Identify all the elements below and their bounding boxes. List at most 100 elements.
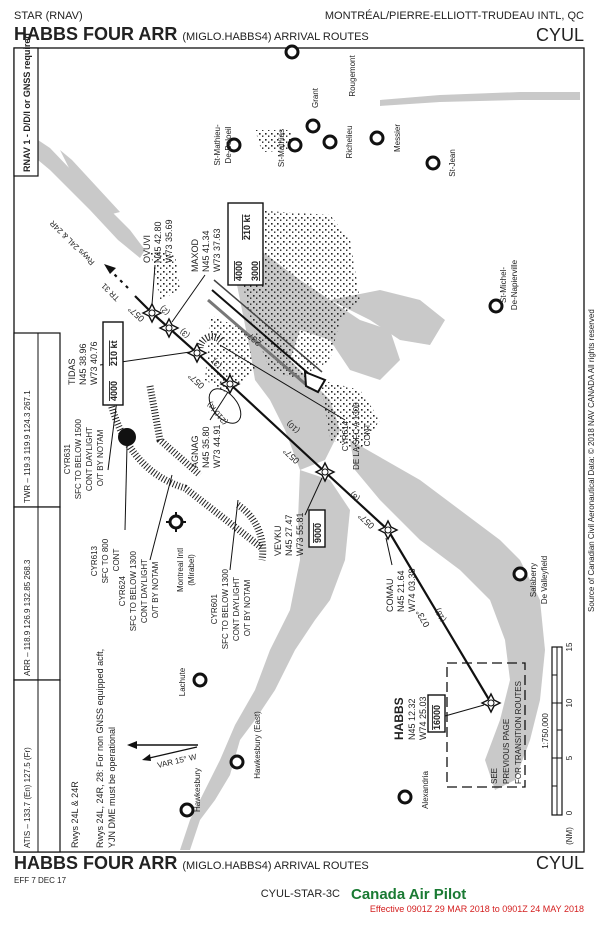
town-marker-mirabel <box>166 512 186 532</box>
effective-date-short: EFF 7 DEC 17 <box>14 876 67 885</box>
town-marker-hawkesbury <box>179 802 195 818</box>
waypoint-maxod-label: MAXODN45 41.34W73 37.63 <box>190 228 222 272</box>
cyr624-label: CYR624 SFC TO BELOW 1300 CONT DAYLIGHT O… <box>118 549 160 631</box>
town-marker-st-michel <box>488 298 504 314</box>
town-label-rougemont: Rougemont <box>348 55 357 97</box>
chart-type: STAR (RNAV) <box>14 10 83 22</box>
runway-feather-arrow-icon <box>207 279 327 394</box>
waypoint-comau-label: COMAUN45 21.64W74 03.38 <box>385 568 417 612</box>
waypoint-agnag-label: AGNAGN45 35.80W73 44.91 <box>190 424 222 468</box>
airport-name: MONTRÉAL/PIERRE-ELLIOTT-TRUDEAU INTL, QC <box>325 9 584 22</box>
town-marker-hawkesbury-east <box>229 754 245 770</box>
town-markers: Montreal Intl(Mirabel) Lachute Hawkesbur… <box>166 44 549 818</box>
town-marker-grant <box>305 118 321 134</box>
vevku-alt: 9000 <box>313 523 323 543</box>
scale-tick-15: 15 <box>565 642 574 651</box>
speed-restriction-arc <box>208 388 242 424</box>
dme-note-line1: Rwys 24L, 24R, 28: For non GNSS equipped… <box>95 649 105 848</box>
town-label-st-mathieu: St-Mathieu-De-Beloeil <box>213 124 233 166</box>
footer-title: HABBS FOUR ARR(MIGLO.HABBS4) ARRIVAL ROU… <box>14 853 369 873</box>
scale-tick-0: 0 <box>565 810 574 815</box>
waypoint-habbs-label: HABBSN45 12.32W74 25.03 <box>392 696 428 740</box>
urban-areas <box>150 130 380 450</box>
tower-frequencies: TWR – 119.3 119.9 124.3 267.1 <box>23 390 32 503</box>
footer-ident: CYUL <box>536 853 584 873</box>
waypoint-habbs-icon <box>480 692 502 714</box>
waypoint-tidas-icon <box>186 342 208 364</box>
chart-header: STAR (RNAV) MONTRÉAL/PIERRE-ELLIOTT-TRUD… <box>14 9 584 45</box>
rnav-requirement-box <box>13 47 39 177</box>
runway-arrow-icon <box>104 264 116 274</box>
chart-id: CYUL-STAR-3C <box>261 888 340 900</box>
maxod-speed: 210 kt <box>242 214 252 240</box>
scale-unit: (NM) <box>565 827 574 845</box>
scale-tick-5: 5 <box>565 755 574 760</box>
waypoint-ovuvi-icon <box>141 302 163 324</box>
waypoint-ovuvi-label: OVUVIN45 42.80W73 35.69 <box>142 219 174 263</box>
rnav-requirement: RNAV 1 - D/D/I or GNSS required <box>22 33 32 172</box>
waypoints: OVUVIN45 42.80W73 35.69 MAXODN45 41.34W7… <box>67 202 502 740</box>
chart-footer: HABBS FOUR ARR(MIGLO.HABBS4) ARRIVAL ROU… <box>14 853 584 914</box>
town-marker-alexandria <box>397 789 413 805</box>
habbs-alt: 16000 <box>432 705 442 730</box>
runway-note: Rwys 24L & 24R <box>70 781 80 848</box>
dme-note-line2: YJN DME must be operational <box>107 727 117 848</box>
scale-bar: 0 5 10 15 1:750,000 (NM) <box>541 642 574 845</box>
vevku-constraint-box <box>308 509 326 548</box>
town-marker-richelieu <box>322 134 338 150</box>
north-arrow-icon <box>127 741 137 749</box>
cyr631-label: CYR631 SFC TO BELOW 1500 CONT DAYLIGHT O… <box>63 417 105 499</box>
atis-freq-cell <box>13 679 61 853</box>
restricted-area-cyr613 <box>118 428 136 446</box>
town-marker-messier <box>369 130 385 146</box>
town-marker-salaberry <box>512 566 528 582</box>
town-label-st-jean: St-Jean <box>448 149 457 177</box>
waypoint-vevku-icon <box>314 461 336 483</box>
habbs-constraint-box <box>427 694 446 733</box>
arrival-frequencies: ARR – 118.9 126.9 132.85 268.3 <box>23 559 32 676</box>
restricted-areas: CYR631 SFC TO BELOW 1500 CONT DAYLIGHT O… <box>63 333 372 649</box>
chart-title: HABBS FOUR ARR(MIGLO.HABBS4) ARRIVAL ROU… <box>14 24 369 44</box>
cyr601-label: CYR601 SFC TO BELOW 1300 CONT DAYLIGHT O… <box>210 567 252 649</box>
waypoint-vevku-label: VEVKUN45 27.47W73 55.81 <box>273 512 305 556</box>
publisher-brand: Canada Air Pilot <box>351 886 466 903</box>
town-marker-st-jean <box>425 155 441 171</box>
left-info-panel: RNAV 1 - D/D/I or GNSS required TWR – 11… <box>13 33 61 853</box>
waypoint-tidas-label: TIDASN45 38.96W73 40.76 <box>67 341 99 385</box>
town-marker-st-mathias <box>287 137 303 153</box>
town-marker-lachute <box>192 672 208 688</box>
runway-notes: Rwys 24L & 24R Rwys 24L, 24R, 28: For no… <box>70 649 117 848</box>
atis-frequencies: ATIS – 133.7 (En) 127.5 (Fr) <box>23 747 32 848</box>
town-label-hawkesbury: Hawkesbury <box>193 768 202 812</box>
tower-freq-cell <box>13 332 61 508</box>
town-label-st-michel: St-Michel-De-Napierville <box>499 259 519 310</box>
town-label-alexandria: Alexandria <box>421 771 430 809</box>
waypoint-comau-icon <box>377 519 399 541</box>
town-label-st-mathias: St-Mathias <box>277 129 286 167</box>
town-label-mirabel: Montreal Intl(Mirabel) <box>176 548 196 592</box>
town-label-lachute: Lachute <box>178 667 187 696</box>
waypoint-maxod-icon <box>158 317 180 339</box>
maxod-constraint-box <box>227 202 264 286</box>
magnetic-north-arrow-icon <box>142 754 151 761</box>
town-marker-rougemont <box>284 44 300 60</box>
effective-period: Effective 0901Z 29 MAR 2018 to 0901Z 24 … <box>370 904 584 914</box>
scale-ratio: 1:750,000 <box>541 713 550 749</box>
maxod-alt-top: 4000 <box>234 261 244 281</box>
tidas-alt: 4000 <box>109 381 119 401</box>
arrival-freq-cell <box>13 506 61 681</box>
tidas-speed: 210 kt <box>109 340 119 366</box>
town-marker-st-mathieu <box>226 137 242 153</box>
town-label-grant: Grant <box>311 87 320 108</box>
scale-tick-10: 10 <box>565 698 574 707</box>
town-label-hawkesbury-east: Hawkesbury (East) <box>253 711 262 779</box>
data-source-notice: Source of Canadian Civil Aeronautical Da… <box>587 309 596 612</box>
airport-ident: CYUL <box>536 25 584 45</box>
waypoint-agnag-icon <box>219 373 241 395</box>
cyr614-label: CYR614 DE LA SFC A 1300 CONT <box>341 400 372 470</box>
cyr613-label: CYR613 SFC TO 800 CONT <box>90 537 121 584</box>
